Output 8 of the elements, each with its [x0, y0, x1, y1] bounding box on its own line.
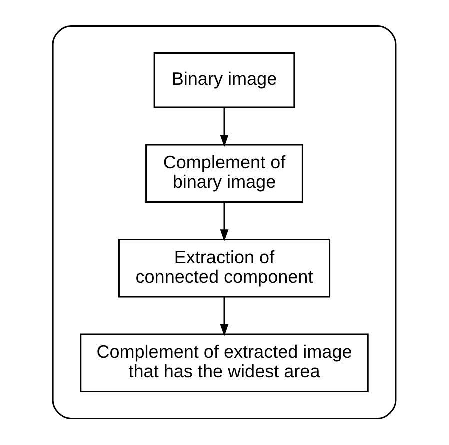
- arrow: [220, 108, 229, 148]
- node-box: Binary image: [154, 52, 296, 108]
- node-box: Extraction of connected component: [118, 239, 331, 298]
- node-box: Complement of binary image: [146, 144, 304, 203]
- arrow: [220, 297, 229, 336]
- node-box: Complement of extracted image that has the widest area: [80, 334, 369, 392]
- arrow: [220, 202, 229, 242]
- cluster: [52, 25, 397, 420]
